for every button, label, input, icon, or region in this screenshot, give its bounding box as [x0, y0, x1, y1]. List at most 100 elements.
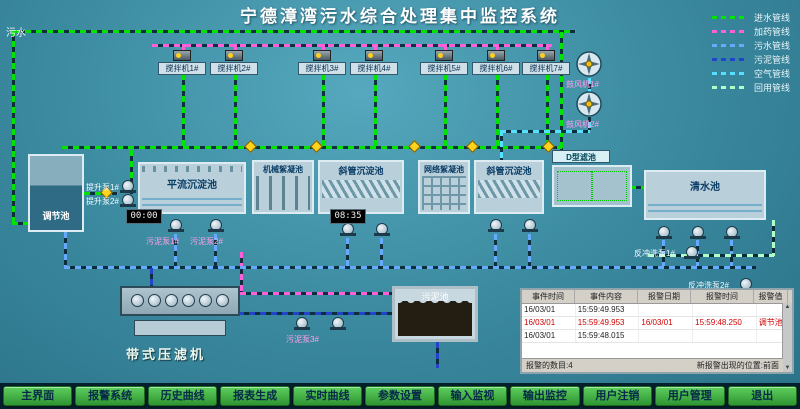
pipe-dosing-to-pool — [240, 292, 392, 295]
mixer-unit-2[interactable]: 搅拌机2# — [210, 50, 258, 75]
grid-floc-tank: 网络絮凝池 — [418, 160, 470, 214]
legend-item-recycle: 回用管线 — [711, 80, 790, 94]
sludge-pump-label-1: 污泥泵1# — [146, 237, 179, 246]
sewage-line-icon — [711, 43, 748, 47]
sludge-pool: 污泥池 — [392, 286, 478, 342]
legend-item-dosing: 加药管线 — [711, 24, 790, 38]
sludge-transfer-pump-icon[interactable] — [330, 317, 346, 330]
pipe-inflow-to-regulation — [12, 222, 30, 225]
scroll-up-icon[interactable]: ▲ — [784, 304, 791, 310]
mixer-unit-7[interactable]: 搅拌机7# — [522, 50, 570, 75]
pipe-inflow-top — [14, 30, 576, 33]
lift-pump-label-1: 提升泵1# — [86, 183, 119, 192]
inclined-tube-tank-1: 斜管沉淀池 — [318, 160, 404, 214]
menu-button-user-logout[interactable]: 用户注销 — [582, 386, 653, 406]
legend-item-sludge: 污泥管线 — [711, 52, 790, 66]
backwash-pump-icon-1[interactable] — [684, 246, 700, 259]
pump-icon[interactable] — [488, 219, 504, 232]
lift-pump-icon-2[interactable] — [120, 194, 136, 207]
menu-button-exit[interactable]: 退出 — [727, 386, 797, 406]
menu-button-input-monitor[interactable]: 输入监视 — [437, 386, 508, 406]
menu-button-output-monitor[interactable]: 输出监控 — [510, 386, 580, 406]
pipe-sewage-drop-regulation — [64, 232, 67, 266]
water-lines — [142, 194, 242, 210]
menu-button-history-curve[interactable]: 历史曲线 — [147, 386, 218, 406]
menu-button-parameters[interactable]: 参数设置 — [365, 386, 435, 406]
pipe-mixer1-drop — [182, 74, 185, 146]
alarm-row[interactable]: 16/03/01 15:59:49.953 — [522, 304, 792, 317]
clean-water-tank: 清水池 — [644, 170, 766, 220]
mixer-unit-1[interactable]: 搅拌机1# — [158, 50, 206, 75]
pipe-sewage-drop4 — [380, 238, 383, 266]
pipe-dosing-bottom-riser — [240, 252, 243, 292]
sludge-fill — [398, 301, 472, 336]
lift-pump-icon-1[interactable] — [120, 180, 136, 193]
menu-button-main[interactable]: 主界面 — [3, 386, 73, 406]
mixer-motor-icon — [225, 50, 243, 61]
roller-icon — [131, 294, 144, 307]
mixer-motor-icon — [173, 50, 191, 61]
pipe-sewage-drop1 — [174, 234, 177, 266]
inflow-line-icon — [711, 15, 748, 19]
pipe-dosing-drop6 — [496, 44, 499, 52]
press-base — [134, 320, 226, 336]
regulation-tank-label: 调节池 — [42, 211, 70, 221]
pipe-mixer5-drop — [444, 74, 447, 146]
legend-item-sewage: 污水管线 — [711, 38, 790, 52]
roller-icon — [165, 294, 178, 307]
bottom-menu-bar: 主界面 报警系统 历史曲线 报表生成 实时曲线 参数设置 输入监视 输出监控 用… — [0, 383, 800, 409]
mixer-unit-5[interactable]: 搅拌机5# — [420, 50, 468, 75]
alarm-row[interactable]: 16/03/01 15:59:48.015 — [522, 330, 792, 343]
valve-icon[interactable] — [244, 140, 257, 153]
clean-water-pump-icon[interactable] — [656, 226, 672, 239]
pipe-sewage-bottom-main — [64, 266, 756, 269]
pipe-sludge-pool-outlet — [436, 342, 439, 368]
blower-label-2: 鼓风机2# — [566, 120, 599, 129]
paddle-stripes — [256, 176, 310, 210]
menu-button-user-manage[interactable]: 用户管理 — [655, 386, 725, 406]
menu-button-report[interactable]: 报表生成 — [220, 386, 290, 406]
grid-pack — [422, 176, 466, 210]
menu-button-realtime-curve[interactable]: 实时曲线 — [292, 386, 363, 406]
valve-icon[interactable] — [466, 140, 479, 153]
sludge-pump-icon-1[interactable] — [168, 219, 184, 232]
pipe-mixer6-drop — [496, 74, 499, 146]
roller-icon — [148, 294, 161, 307]
pipe-sewage-drop6 — [528, 234, 531, 266]
pipe-air-to-tank — [500, 130, 503, 160]
blower-fan-icon-1[interactable] — [575, 50, 603, 78]
sludge-pump-icon-2[interactable] — [208, 219, 224, 232]
mixer-unit-4[interactable]: 搅拌机4# — [350, 50, 398, 75]
menu-button-alarm-system[interactable]: 报警系统 — [75, 386, 145, 406]
blower-label-1: 鼓风机1# — [566, 80, 599, 89]
alarm-row-active[interactable]: 16/03/01 15:59:49.953 16/03/01 15:59:48.… — [522, 317, 792, 330]
pump-icon[interactable] — [340, 223, 356, 236]
pipe-mixer4-drop — [374, 74, 377, 146]
roller-icon — [199, 294, 212, 307]
sludge-pump-label-3: 污泥泵3# — [286, 335, 319, 344]
pipe-inflow-left-drop — [12, 30, 15, 224]
alarm-scrollbar[interactable]: ▲ ▼ — [782, 303, 792, 372]
pipe-pumps-riser — [130, 150, 133, 194]
mixer-unit-6[interactable]: 搅拌机6# — [472, 50, 520, 75]
valve-icon[interactable] — [310, 140, 323, 153]
pipe-mixer3-drop — [322, 74, 325, 146]
pump-icon[interactable] — [522, 219, 538, 232]
valve-icon[interactable] — [408, 140, 421, 153]
sludge-transfer-pump-icon[interactable] — [294, 317, 310, 330]
inclined-tube-label-1: 斜管沉淀池 — [338, 166, 384, 176]
regulation-tank: 调节池 — [28, 154, 84, 232]
pipe-sewage-drop3 — [346, 238, 349, 266]
scroll-down-icon[interactable]: ▼ — [784, 365, 791, 371]
clean-water-label: 清水池 — [690, 182, 720, 193]
blower-fan-icon-2[interactable] — [575, 90, 603, 118]
pipe-mixer7-drop — [546, 74, 549, 146]
clean-water-pump-icon[interactable] — [690, 226, 706, 239]
clean-water-pump-icon[interactable] — [724, 226, 740, 239]
pump-icon[interactable] — [374, 223, 390, 236]
mixer-unit-3[interactable]: 搅拌机3# — [298, 50, 346, 75]
press-frame — [120, 286, 240, 316]
alarm-count: 报警的数目:4 — [526, 361, 573, 370]
pipe-sewage-drop9 — [730, 240, 733, 266]
